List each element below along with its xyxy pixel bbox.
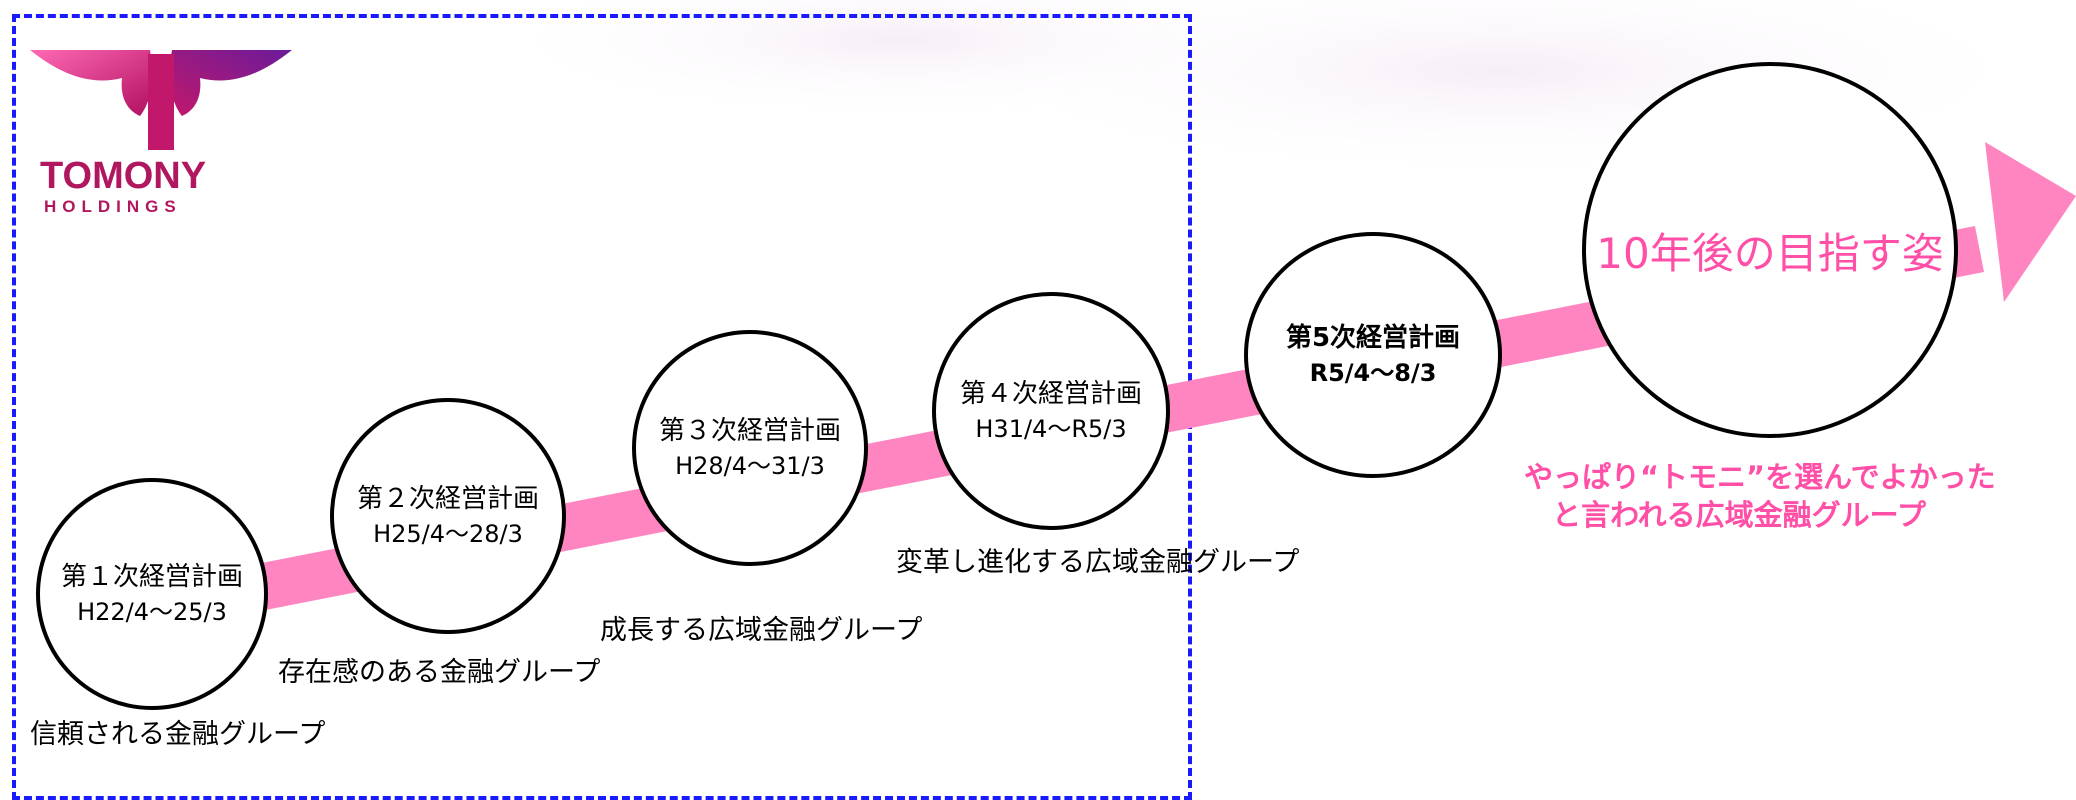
plan-circle-4: 第４次経営計画 H31/4〜R5/3 (932, 292, 1170, 530)
wing-logo-icon (30, 50, 292, 150)
plan-period: H25/4〜28/3 (373, 520, 523, 548)
arrow-head (1985, 142, 2076, 302)
logo-wordmark: TOMONY (40, 155, 207, 197)
goal-tagline-line-1: やっぱり“トモニ”を選んでよかった (1524, 460, 1996, 494)
plan-name: 第３次経営計画 (658, 416, 841, 446)
plan-tagline-2: 存在感のある金融グループ (278, 657, 601, 688)
plan-period: H28/4〜31/3 (675, 452, 825, 480)
plan-name: 第5次経営計画 (1285, 323, 1461, 353)
plan-circle-1: 第１次経営計画 H22/4〜25/3 (36, 478, 268, 710)
goal-tagline-line-2: と言われる広域金融グループ (1552, 498, 1926, 532)
goal-tagline: やっぱり“トモニ”を選んでよかった と言われる広域金融グループ (1524, 458, 1996, 534)
plan-name: 第２次経営計画 (356, 484, 539, 514)
plan-period: H31/4〜R5/3 (975, 415, 1127, 443)
goal-circle: 10年後の目指す姿 (1582, 62, 1958, 438)
plan-name: 第１次経営計画 (60, 562, 243, 592)
plan-circle-5: 第5次経営計画 R5/4〜8/3 (1244, 232, 1502, 478)
tomony-logo (30, 46, 300, 216)
plan-tagline-3: 成長する広域金融グループ (600, 615, 923, 646)
plan-tagline-4: 変革し進化する広域金融グループ (896, 547, 1300, 578)
plan-tagline-1: 信頼される金融グループ (30, 719, 326, 750)
goal-title: 10年後の目指す姿 (1596, 228, 1944, 278)
plan-circle-2: 第２次経営計画 H25/4〜28/3 (330, 398, 566, 634)
plan-period: R5/4〜8/3 (1309, 359, 1437, 387)
plan-name: 第４次経営計画 (959, 379, 1142, 409)
plan-circle-3: 第３次経営計画 H28/4〜31/3 (632, 330, 868, 566)
logo-subtitle: HOLDINGS (44, 197, 182, 216)
plan-period: H22/4〜25/3 (77, 598, 227, 626)
